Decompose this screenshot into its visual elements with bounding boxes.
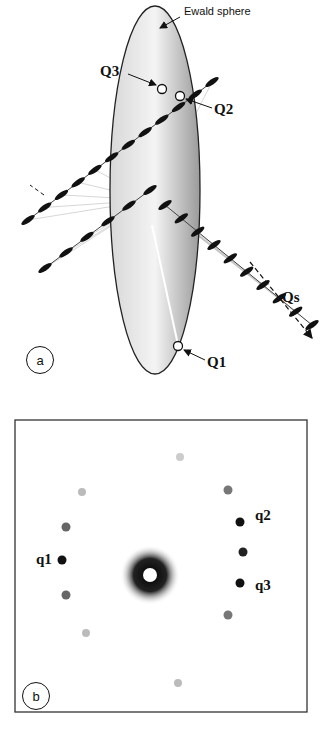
rod-mark bbox=[288, 305, 304, 318]
panel-letter: b bbox=[32, 690, 39, 703]
rod-mark bbox=[154, 113, 170, 126]
qs-arrow bbox=[250, 262, 312, 338]
dashed-axis bbox=[30, 185, 44, 195]
rod-mark bbox=[37, 201, 53, 214]
spot-label: q2 bbox=[255, 508, 271, 523]
panel-circle: b bbox=[22, 682, 50, 710]
spot-label: q1 bbox=[36, 552, 52, 567]
sphere-label: Ewald sphere bbox=[184, 6, 251, 17]
rod-mark bbox=[157, 198, 173, 211]
q1-point bbox=[174, 342, 183, 351]
pattern-frame bbox=[15, 420, 307, 712]
q2-point bbox=[176, 92, 185, 101]
vector-label: Qs bbox=[282, 290, 300, 305]
ewald-sphere bbox=[110, 6, 200, 374]
rod-mark bbox=[53, 188, 69, 201]
rod-mark bbox=[190, 225, 206, 238]
rod-line bbox=[28, 82, 212, 220]
diffraction-spots bbox=[58, 453, 248, 687]
rod-mark bbox=[222, 252, 238, 265]
leader-line bbox=[184, 350, 205, 360]
rod-mark bbox=[239, 265, 255, 278]
rod-mark bbox=[70, 176, 86, 189]
rod-mark bbox=[20, 213, 36, 226]
rod-line bbox=[152, 225, 178, 345]
rod-line bbox=[165, 205, 312, 325]
panel-circle: a bbox=[26, 346, 54, 374]
vector-label: Q1 bbox=[207, 355, 226, 370]
rod-mark bbox=[187, 88, 203, 101]
direct-beam bbox=[120, 545, 180, 605]
spot-label: q3 bbox=[255, 578, 271, 593]
rod-mark bbox=[255, 278, 271, 291]
rod-mark bbox=[304, 318, 320, 331]
leader-line bbox=[128, 74, 156, 85]
rod-mark bbox=[171, 100, 187, 113]
q3-point bbox=[158, 85, 167, 94]
vector-label: Q3 bbox=[100, 64, 119, 79]
rod-mark bbox=[204, 75, 220, 88]
rod-line bbox=[45, 190, 150, 268]
beam-stop bbox=[143, 568, 157, 582]
rod-mark bbox=[206, 238, 222, 251]
rod-mark bbox=[79, 230, 95, 243]
leader-line bbox=[160, 17, 180, 28]
rod-mark bbox=[58, 246, 74, 259]
rod-mark bbox=[137, 125, 153, 138]
vector-label: Q2 bbox=[214, 102, 233, 117]
rod-mark bbox=[121, 199, 137, 212]
rod-mark bbox=[37, 261, 53, 274]
rod-mark bbox=[120, 138, 136, 151]
rod-mark bbox=[87, 163, 103, 176]
rod-mark bbox=[100, 214, 116, 227]
rod-mark bbox=[173, 212, 189, 225]
panel-letter: a bbox=[36, 354, 43, 367]
rod-mark bbox=[142, 183, 158, 196]
rod-mark bbox=[104, 151, 120, 164]
leader-line bbox=[186, 99, 212, 108]
